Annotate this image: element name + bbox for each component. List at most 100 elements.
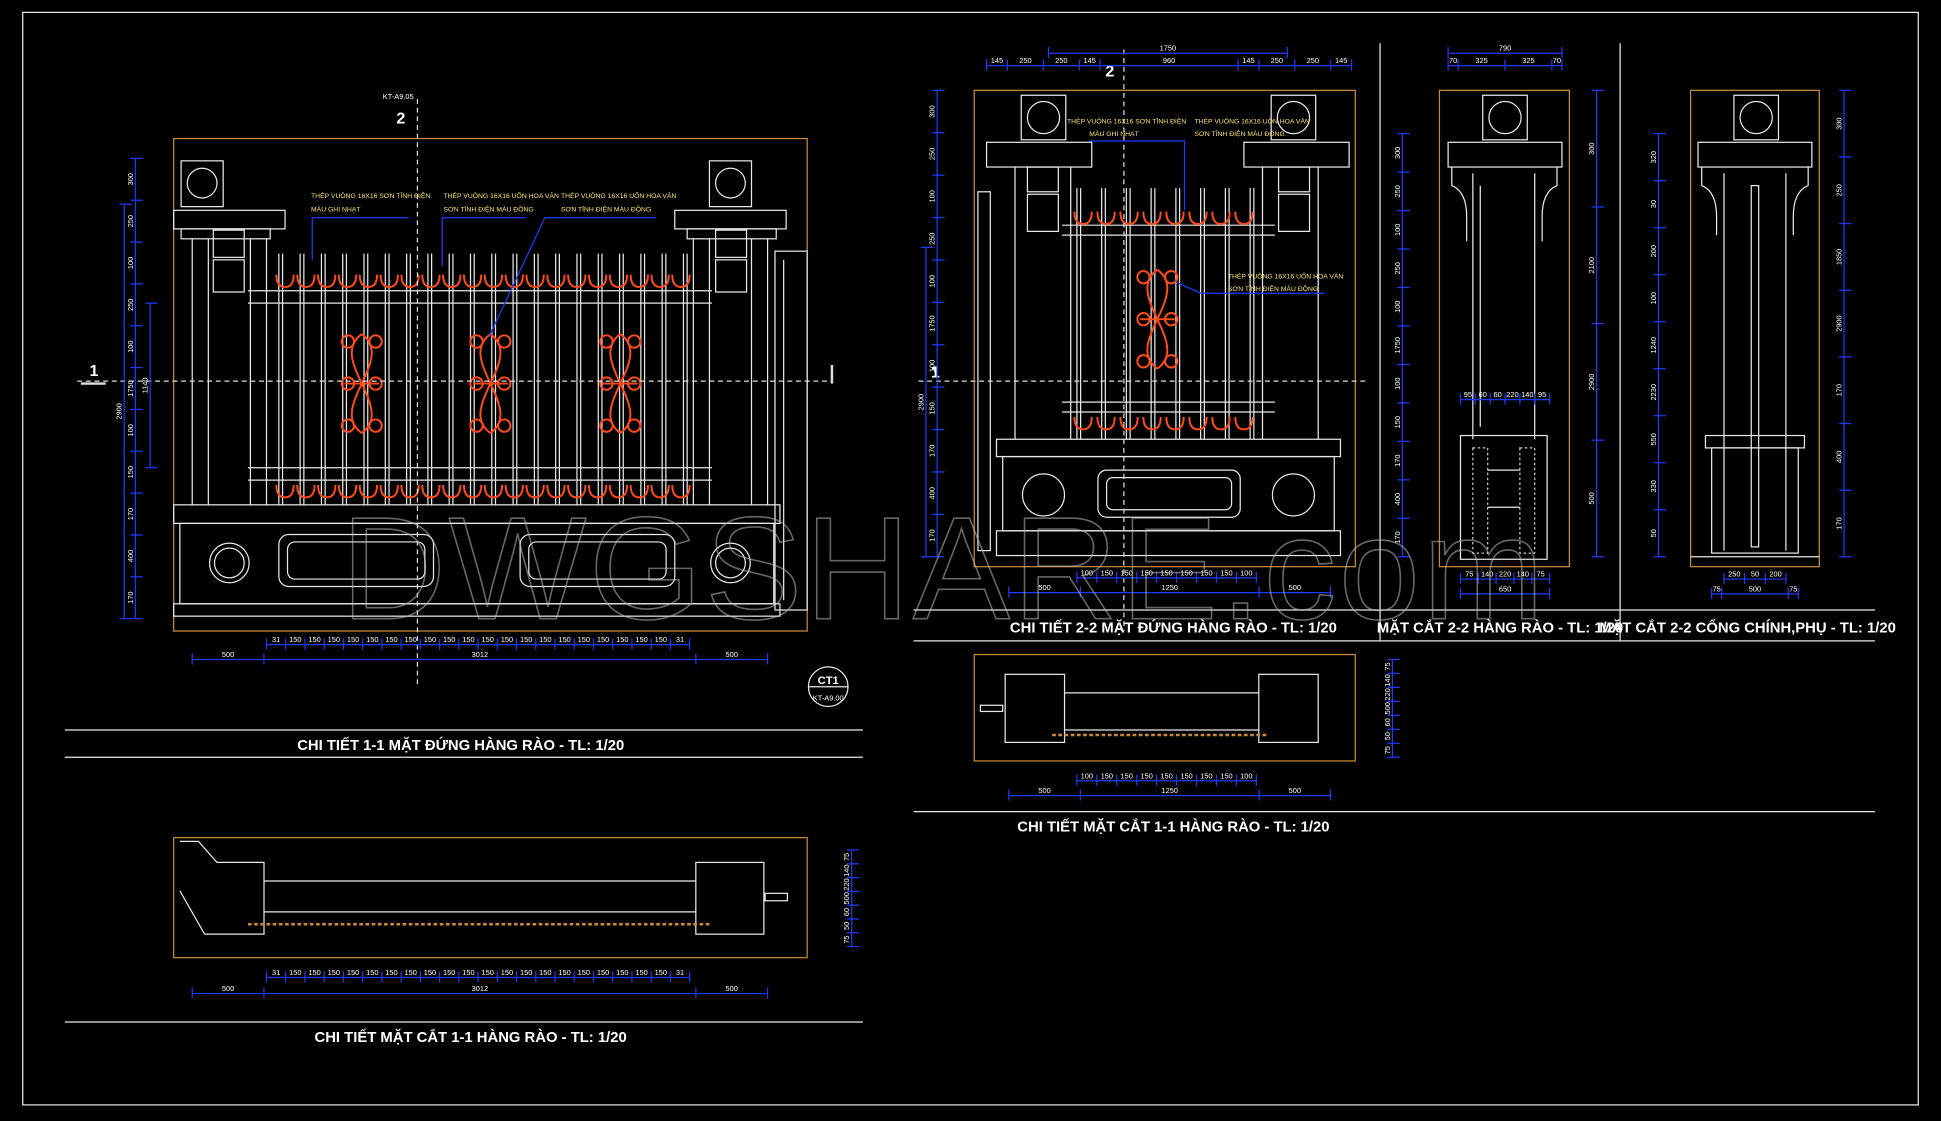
dimension-label: 170 (1835, 384, 1844, 396)
dimension-label: 150 (539, 635, 551, 644)
dimension-label: 220 (1506, 390, 1518, 399)
ornament-ring (629, 485, 649, 499)
dimension-label: 500 (842, 892, 851, 904)
dimension-label: 75 (1383, 746, 1392, 754)
dimension-label: 250 (928, 233, 937, 245)
dimension-label: 250 (1393, 185, 1402, 197)
dimension-label: 150 (347, 635, 359, 644)
ornament-ring (317, 485, 337, 499)
ornament-ring (462, 485, 483, 499)
dimension-label: 100 (928, 190, 937, 202)
dimension-label: 150 (1101, 771, 1113, 780)
dimension-label: 140 (1481, 570, 1493, 579)
dimension-label: 150 (1220, 568, 1232, 577)
ornament-ring (587, 485, 608, 499)
ornament-ring (379, 485, 399, 499)
ornament-ring (317, 274, 337, 289)
dimension-label: 150 (289, 968, 301, 977)
dimension-label: 150 (1140, 771, 1152, 780)
ornament-rows (1073, 211, 1254, 431)
dimension-label: 150 (481, 635, 493, 644)
dimension-label: 150 (520, 968, 532, 977)
scroll-curl (599, 418, 614, 433)
dimension-label: 50 (1649, 529, 1658, 537)
dimension-label: 300 (1835, 117, 1844, 129)
dimension-label: 1240 (1649, 337, 1658, 353)
dimension-label: 325 (1475, 56, 1487, 65)
dimension-label: 60 (842, 908, 851, 916)
ornament-ring (462, 274, 483, 289)
scroll-curl (340, 418, 356, 433)
dimension-label: 145 (991, 56, 1003, 65)
ornament-ring (1211, 211, 1231, 225)
ornament-ring (608, 485, 629, 499)
dimension-label: 1850 (1835, 249, 1844, 265)
dimension-label: 150 (308, 635, 320, 644)
dimension-label: 500 (1038, 583, 1050, 592)
dimension-label: 550 (1649, 433, 1658, 445)
dimension-label: 140 (842, 865, 851, 877)
dimension-label: 150 (578, 635, 590, 644)
title-section-1-1-left: CHI TIẾT MẶT CẮT 1-1 HÀNG RÀO - TL: 1/20 (315, 1028, 627, 1046)
callout-ref: KT-A9.00 (813, 693, 844, 702)
note-text: SƠN TĨNH ĐIỆN MÀU ĐỒNG (1194, 128, 1284, 138)
dimension-label: 1750 (1393, 337, 1402, 353)
dimension-label: 150 (385, 968, 397, 977)
ornament-ring (608, 274, 629, 289)
dimension-label: 2900 (916, 394, 925, 410)
dimension-label: 150 (501, 968, 513, 977)
dimension-label: 500 (1038, 786, 1050, 795)
scroll-curl (1164, 269, 1179, 285)
dimension-label: 1750 (126, 380, 135, 396)
section-mark-1: 1 (931, 363, 940, 381)
dimension-label: 2900 (1587, 374, 1596, 390)
scroll-curl (627, 418, 642, 433)
dimension-label: 150 (424, 968, 436, 977)
scroll-curl (1136, 354, 1151, 369)
ornament-ring (296, 485, 316, 499)
ornament-ring (1165, 416, 1185, 431)
dimension-label: 250 (1835, 184, 1844, 196)
dimension-label: 3012 (472, 650, 488, 659)
dimension-label: 150 (405, 635, 417, 644)
dimension-label: 2900 (115, 403, 124, 419)
ornament-ring (1142, 211, 1162, 225)
watermark: DWGSHARE.com (341, 487, 1547, 650)
ornament-rows (275, 274, 691, 499)
dimension-label: 150 (462, 968, 474, 977)
left-post (173, 160, 286, 505)
note-text: THÉP VUÔNG 16X16 SƠN TĨNH ĐIỆN (311, 191, 430, 200)
note-text: THÉP VUÔNG 16X16 UỐN HOA VĂN (1194, 116, 1310, 126)
dimension-label: 70 (1553, 56, 1561, 65)
dimension-label: 300 (928, 105, 937, 117)
dimension-label: 50 (1383, 732, 1392, 740)
ornament-ring (358, 274, 379, 289)
dimension-label: 150 (289, 635, 301, 644)
dimension-label: 100 (1240, 568, 1252, 577)
dimension-label: 70 (1449, 56, 1457, 65)
ornament-ring (1188, 211, 1208, 225)
dimension-label: 140 (1517, 570, 1529, 579)
ornament-ring (1188, 416, 1208, 431)
ornament-ring (442, 274, 462, 289)
ornament-ring (1096, 416, 1116, 431)
note-text: SƠN TĨNH ĐIỆN MÀU ĐỒNG (443, 204, 533, 214)
dimension-label: 170 (1393, 454, 1402, 466)
dimension-label: 150 (308, 968, 320, 977)
dimension-label: 250 (1307, 56, 1319, 65)
dimension-label: 145 (1335, 56, 1347, 65)
scroll-curl (469, 418, 484, 433)
scroll-curl (497, 334, 512, 349)
dimension-label: 60 (1383, 718, 1392, 726)
dimension-label: 250 (1055, 56, 1067, 65)
ornament-ring (1073, 211, 1093, 225)
note-text: THÉP VUÔNG 16X16 UỐN HOA VĂN (443, 190, 559, 200)
dimension-label: 150 (1121, 771, 1133, 780)
right-post (674, 160, 808, 611)
section-1-1-left-view: CHI TIẾT MẶT CẮT 1-1 HÀNG RÀO - TL: 1/20 (64, 837, 863, 1046)
ornament-ring (650, 485, 670, 499)
dimension-label: 1750 (928, 315, 937, 331)
section-2-2-gate-view (1689, 89, 1820, 568)
fence-base (173, 504, 781, 617)
